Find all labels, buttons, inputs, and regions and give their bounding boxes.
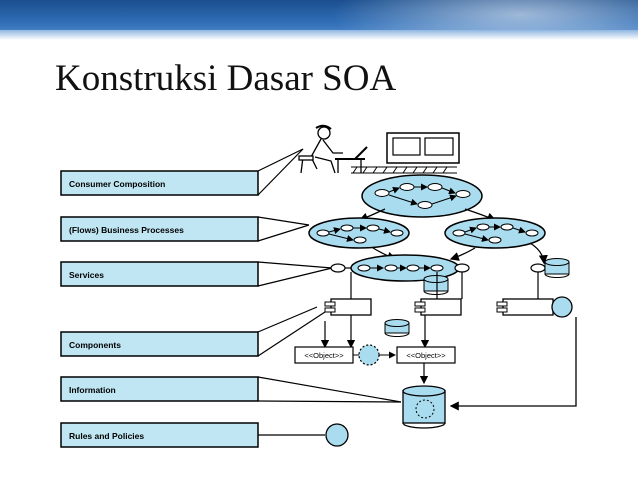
- layer-label: Services: [69, 270, 104, 280]
- header-bar: [0, 0, 638, 40]
- layer-label: (Flows) Business Processes: [69, 225, 184, 235]
- database-icon: [423, 275, 449, 295]
- rule-circle-icon: [325, 423, 349, 447]
- layer-consumer-composition: Consumer Composition: [60, 170, 259, 196]
- layer-services: Services: [60, 261, 259, 287]
- component-to-object-lines: [320, 315, 430, 349]
- business-process-right: [444, 217, 546, 249]
- layer-information: Information: [60, 376, 259, 402]
- monitor-icon: [386, 132, 460, 164]
- service-to-component-lines: [350, 272, 539, 299]
- soa-diagram: Consumer Composition (Flows) Business Pr…: [60, 124, 577, 448]
- layer-label: Components: [69, 340, 121, 350]
- layer-label: Information: [69, 385, 116, 395]
- object-label: <<Object>>: [304, 351, 344, 360]
- database-icon: [384, 319, 410, 337]
- service-interfaces: [330, 263, 546, 273]
- component-middle: [414, 298, 462, 316]
- consumer-composition-flow: [361, 174, 483, 218]
- layer-rules-and-policies: Rules and Policies: [60, 422, 259, 448]
- composition-bar: [351, 166, 457, 174]
- layer-business-processes: (Flows) Business Processes: [60, 216, 259, 242]
- object-box-1: <<Object>>: [294, 346, 354, 364]
- header-band: [0, 30, 638, 40]
- object-label: <<Object>>: [406, 351, 446, 360]
- information-store-icon: [402, 363, 446, 429]
- layer-label: Consumer Composition: [69, 179, 165, 189]
- business-process-left: [308, 217, 410, 249]
- layer-components: Components: [60, 331, 259, 357]
- user-at-laptop-icon: [298, 124, 368, 174]
- database-icon: [544, 258, 570, 278]
- component-right: [496, 296, 573, 318]
- slide-title: Konstruksi Dasar SOA: [55, 58, 397, 99]
- object-box-2: <<Object>>: [396, 346, 456, 364]
- component-left: [324, 298, 372, 316]
- right-flow-arrow: [449, 317, 577, 411]
- label-connectors: [257, 148, 402, 436]
- object-link: [353, 344, 396, 366]
- layer-label: Rules and Policies: [69, 431, 144, 441]
